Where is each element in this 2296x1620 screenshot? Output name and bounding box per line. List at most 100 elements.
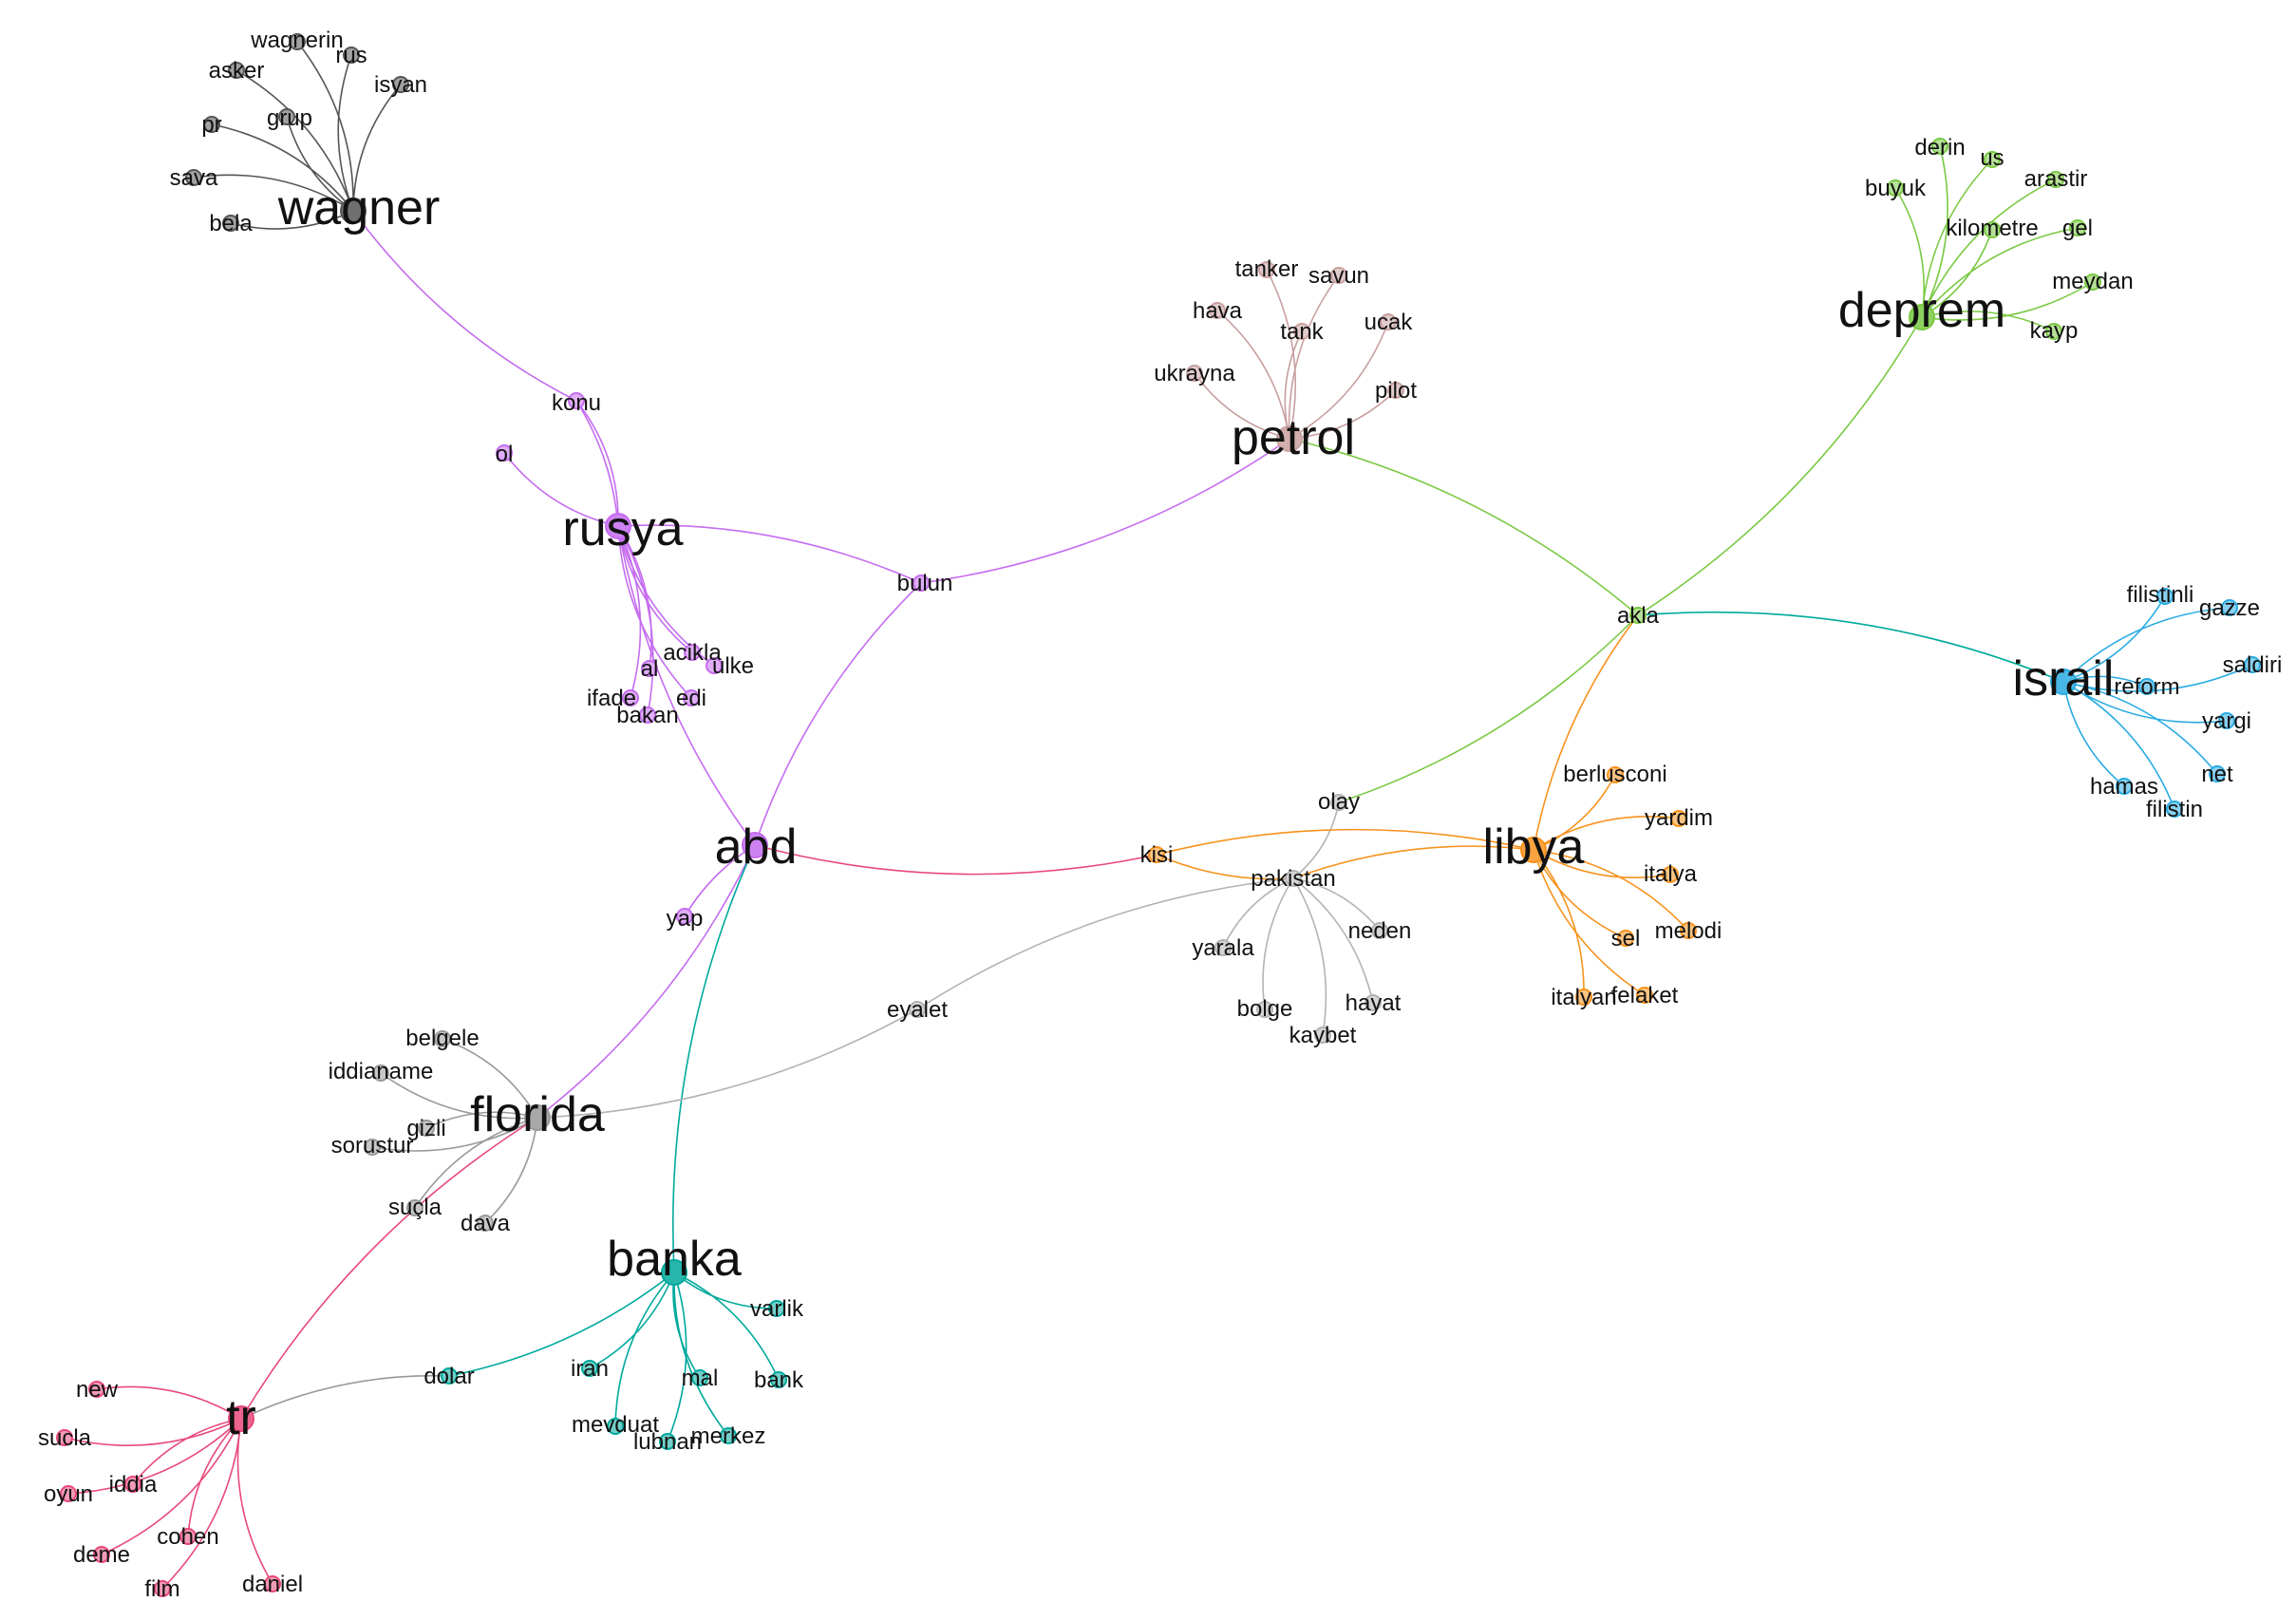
node-buyuk[interactable] bbox=[1887, 179, 1904, 197]
node-film[interactable] bbox=[154, 1580, 171, 1597]
node-filistin[interactable] bbox=[2166, 801, 2183, 818]
node-kayp[interactable] bbox=[2045, 323, 2062, 340]
node-al[interactable] bbox=[641, 660, 658, 677]
node-bela[interactable] bbox=[222, 215, 239, 232]
node-net[interactable] bbox=[2209, 765, 2226, 782]
node-mevduat[interactable] bbox=[607, 1418, 624, 1435]
node-felaket[interactable] bbox=[1636, 987, 1653, 1004]
edge-wagner-asker bbox=[235, 69, 354, 212]
node-mal[interactable] bbox=[691, 1369, 708, 1386]
node-melodi[interactable] bbox=[1680, 922, 1697, 939]
node-cohen[interactable] bbox=[179, 1528, 197, 1545]
node-akla[interactable] bbox=[1629, 607, 1647, 624]
node-yap[interactable] bbox=[676, 908, 693, 925]
node-yargi[interactable] bbox=[2218, 712, 2235, 729]
node-kisi[interactable] bbox=[1148, 846, 1165, 863]
node-iran[interactable] bbox=[581, 1360, 598, 1377]
node-hamas[interactable] bbox=[2116, 778, 2133, 795]
node-olay[interactable] bbox=[1330, 794, 1347, 811]
node-wagnerin[interactable] bbox=[289, 33, 306, 50]
node-pilot[interactable] bbox=[1387, 382, 1404, 399]
node-berlusconi[interactable] bbox=[1607, 766, 1624, 783]
node-tr[interactable] bbox=[228, 1405, 254, 1432]
node-bank[interactable] bbox=[770, 1371, 787, 1388]
node-ulke[interactable] bbox=[706, 657, 723, 674]
node-hayat[interactable] bbox=[1364, 994, 1382, 1011]
node-gel[interactable] bbox=[2069, 219, 2086, 236]
node-italyan[interactable] bbox=[1575, 989, 1592, 1006]
node-rusya[interactable] bbox=[605, 513, 631, 539]
node-acikla[interactable] bbox=[684, 644, 701, 661]
node-florida[interactable] bbox=[524, 1104, 551, 1131]
node-banka[interactable] bbox=[661, 1259, 687, 1286]
node-derin[interactable] bbox=[1931, 138, 1948, 155]
label-bank: bank bbox=[754, 1367, 804, 1393]
node-tank[interactable] bbox=[1293, 323, 1310, 340]
node-sucla[interactable] bbox=[406, 1199, 423, 1216]
node-italya[interactable] bbox=[1662, 866, 1679, 883]
edge-libya-felaket bbox=[1533, 849, 1646, 996]
node-deprem[interactable] bbox=[1909, 304, 1935, 330]
node-merkez[interactable] bbox=[720, 1427, 737, 1444]
node-ifade[interactable] bbox=[622, 689, 639, 706]
node-neden[interactable] bbox=[1371, 922, 1388, 939]
node-eyalet[interactable] bbox=[909, 1001, 926, 1018]
node-yardim[interactable] bbox=[1670, 810, 1687, 827]
node-tanker[interactable] bbox=[1258, 261, 1275, 278]
node-grup[interactable] bbox=[278, 108, 295, 125]
node-iddia[interactable] bbox=[124, 1476, 141, 1493]
node-kaybet[interactable] bbox=[1314, 1027, 1331, 1044]
node-varlik[interactable] bbox=[768, 1300, 785, 1317]
node-belgele[interactable] bbox=[434, 1030, 451, 1047]
node-arastir[interactable] bbox=[2047, 171, 2064, 188]
node-pakistan[interactable] bbox=[1285, 870, 1302, 887]
edge-rusya-bakan bbox=[617, 525, 654, 716]
node-bakan[interactable] bbox=[639, 706, 656, 724]
node-ucak[interactable] bbox=[1380, 313, 1397, 330]
node-hava[interactable] bbox=[1209, 302, 1226, 319]
node-ukrayna[interactable] bbox=[1186, 365, 1203, 382]
node-sel[interactable] bbox=[1617, 930, 1634, 947]
node-dava[interactable] bbox=[477, 1215, 494, 1232]
node-edi[interactable] bbox=[683, 689, 700, 706]
node-kilometre[interactable] bbox=[1984, 221, 2001, 238]
node-bolge[interactable] bbox=[1256, 1001, 1273, 1018]
node-savun[interactable] bbox=[1330, 267, 1347, 284]
node-wagner[interactable] bbox=[340, 198, 367, 224]
node-oyun[interactable] bbox=[60, 1485, 77, 1502]
node-gazze[interactable] bbox=[2221, 599, 2238, 616]
node-pr[interactable] bbox=[203, 116, 220, 133]
node-lubnan[interactable] bbox=[659, 1433, 676, 1450]
label-gizli: gizli bbox=[406, 1116, 445, 1141]
node-dolar[interactable] bbox=[441, 1367, 458, 1385]
node-konu[interactable] bbox=[568, 392, 585, 409]
node-yarala[interactable] bbox=[1214, 939, 1232, 956]
node-iddianame[interactable] bbox=[372, 1064, 389, 1082]
node-sucla_tr[interactable] bbox=[56, 1429, 73, 1446]
edge-abd-florida bbox=[536, 844, 756, 1119]
node-libya[interactable] bbox=[1520, 837, 1547, 863]
node-bulun[interactable] bbox=[913, 575, 930, 592]
node-filistinli[interactable] bbox=[2156, 588, 2174, 605]
node-saldiri[interactable] bbox=[2244, 656, 2261, 673]
node-deme[interactable] bbox=[93, 1546, 110, 1563]
node-abd[interactable] bbox=[742, 832, 768, 858]
node-israil[interactable] bbox=[2050, 669, 2077, 695]
label-bela: bela bbox=[209, 211, 253, 236]
node-daniel[interactable] bbox=[264, 1575, 281, 1592]
node-ol[interactable] bbox=[496, 444, 513, 462]
node-rus[interactable] bbox=[343, 47, 360, 64]
node-asker[interactable] bbox=[228, 62, 245, 79]
node-sorustur[interactable] bbox=[364, 1139, 381, 1156]
node-us[interactable] bbox=[1984, 151, 2001, 168]
node-new[interactable] bbox=[88, 1381, 105, 1398]
node-meydan[interactable] bbox=[2084, 273, 2101, 291]
node-reform[interactable] bbox=[2138, 678, 2155, 695]
node-petrol[interactable] bbox=[1276, 425, 1303, 452]
node-sava[interactable] bbox=[185, 169, 202, 186]
label-filistin: filistin bbox=[2146, 797, 2203, 822]
edge-florida-sucla bbox=[414, 1117, 538, 1209]
edge-pakistan-bolge bbox=[1262, 877, 1294, 1010]
node-gizli[interactable] bbox=[418, 1120, 435, 1137]
node-isyan[interactable] bbox=[392, 76, 409, 93]
